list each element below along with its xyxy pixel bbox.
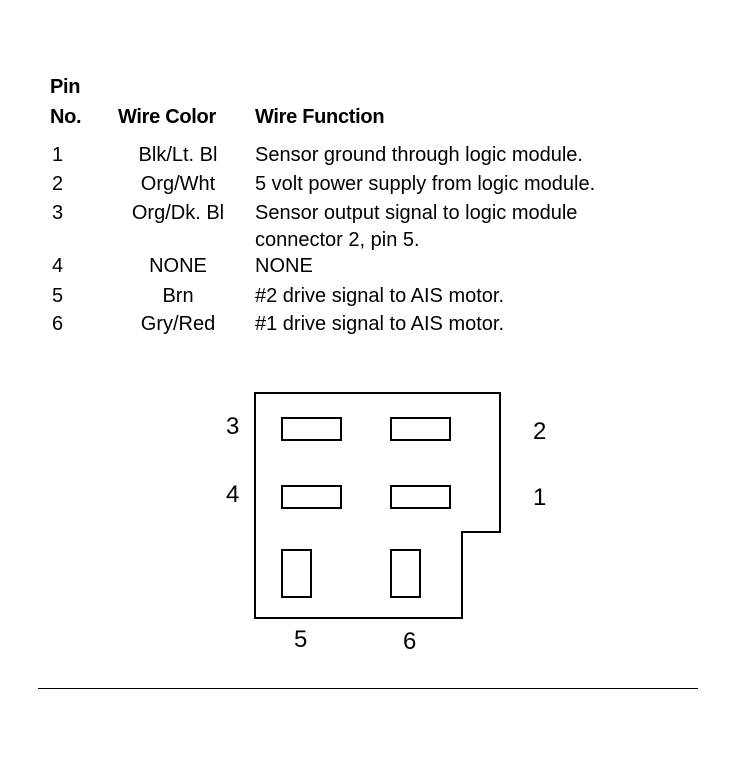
pin-number: 5	[52, 285, 64, 307]
wire-color: Gry/Red	[140, 313, 216, 335]
wire-function: Sensor output signal to logic module	[255, 202, 578, 224]
terminal-1	[390, 485, 451, 509]
wire-function: NONE	[255, 255, 313, 277]
pin-label-3: 3	[226, 413, 240, 440]
pin-label-4: 4	[226, 481, 240, 508]
wire-function: #1 drive signal to AIS motor.	[255, 313, 505, 335]
terminal-2	[390, 417, 451, 441]
pin-label-1: 1	[533, 484, 547, 511]
wire-color: Org/Wht	[140, 173, 216, 195]
pin-number: 2	[52, 173, 64, 195]
wire-function-continued: connector 2, pin 5.	[255, 229, 420, 251]
terminal-4	[281, 485, 342, 509]
header-wire-color: Wire Color	[118, 106, 216, 128]
wire-function: #2 drive signal to AIS motor.	[255, 285, 505, 307]
wire-color: Org/Dk. Bl	[131, 202, 225, 224]
wire-function: Sensor ground through logic module.	[255, 144, 583, 166]
wire-function: 5 volt power supply from logic module.	[255, 173, 596, 195]
terminal-3	[281, 417, 342, 441]
terminal-5	[281, 549, 312, 598]
pin-number: 6	[52, 313, 64, 335]
divider-line	[38, 688, 698, 689]
header-wire-function: Wire Function	[255, 106, 385, 128]
wire-color: NONE	[149, 255, 207, 277]
pin-label-5: 5	[294, 626, 308, 653]
pin-number: 3	[52, 202, 64, 224]
pin-label-2: 2	[533, 418, 547, 445]
pin-number: 1	[52, 144, 64, 166]
wire-color: Brn	[162, 285, 194, 307]
header-pin-line2: No.	[50, 106, 82, 128]
wire-color: Blk/Lt. Bl	[138, 144, 218, 166]
terminal-6	[390, 549, 421, 598]
pin-label-6: 6	[403, 628, 417, 655]
pin-number: 4	[52, 255, 64, 277]
header-pin-line1: Pin	[50, 76, 81, 98]
connector-outline	[254, 392, 501, 619]
